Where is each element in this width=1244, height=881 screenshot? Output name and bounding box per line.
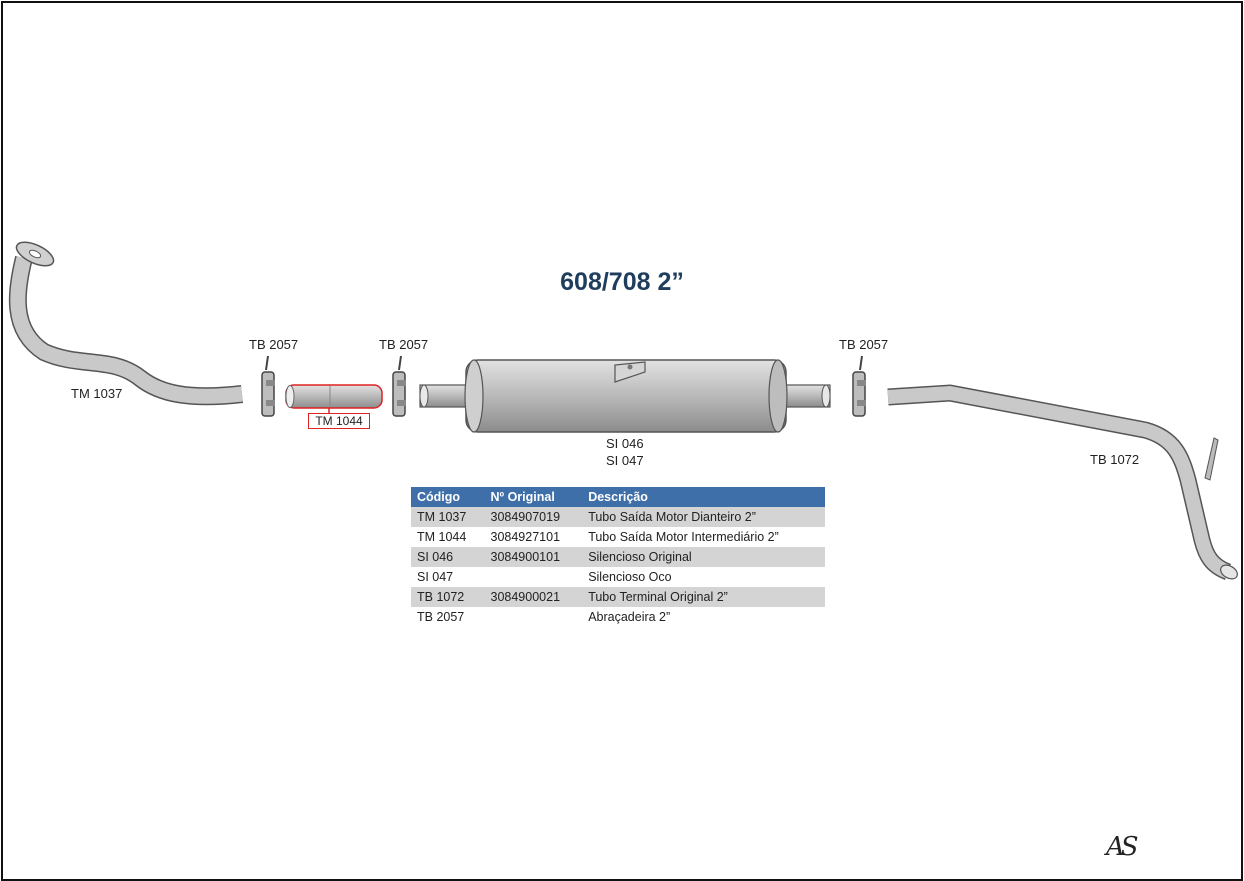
label-tb2057-2: TB 2057 (379, 337, 429, 352)
label-tb2057-3: TB 2057 (839, 337, 889, 352)
cell-descricao: Abraçadeira 2” (588, 610, 671, 624)
cell-descricao: Tubo Terminal Original 2” (582, 587, 825, 607)
cell-codigo: TM 1037 (411, 507, 485, 527)
cell-n-original (485, 607, 583, 627)
table-row: TM 1044 3084927101 Tubo Saída Motor Inte… (411, 527, 825, 547)
cell-codigo: SI 046 (411, 547, 485, 567)
cell-codigo: TM 1044 (417, 530, 467, 544)
table-row: TM 1037 3084907019 Tubo Saída Motor Dian… (411, 507, 825, 527)
label-tb2057-1: TB 2057 (249, 337, 299, 352)
col-n-original: Nº Original (484, 487, 583, 507)
muffler (419, 359, 831, 433)
cell-n-original: 3084900101 (484, 547, 583, 567)
tb1072-tail-pipe (887, 384, 1238, 580)
tb2057-clamp-1 (261, 355, 275, 417)
cell-descricao: Silencioso Original (582, 547, 825, 567)
cell-codigo: TB 1072 (411, 587, 485, 607)
label-tb1072: TB 1072 (1090, 452, 1140, 467)
cell-n-original (485, 567, 583, 587)
diagram-title: 608/708 2” (560, 268, 684, 296)
cell-codigo: TB 2057 (417, 610, 465, 624)
signature-mark: AS (1106, 832, 1139, 862)
cell-descricao: Silencioso Oco (588, 570, 672, 584)
cell-codigo: SI 047 (417, 570, 454, 584)
label-tm1044-highlight: TM 1044 (308, 413, 370, 429)
parts-table-header: Código Nº Original Descrição (411, 487, 825, 507)
tb2057-clamp-2 (392, 355, 406, 417)
table-row: TB 2057 Abraçadeira 2” (411, 607, 825, 627)
tm1044-intermediate-pipe (285, 384, 383, 413)
tb2057-clamp-3 (852, 355, 866, 417)
cell-n-original: 3084927101 (490, 530, 561, 544)
parts-table: Código Nº Original Descrição TM 1037 308… (411, 487, 825, 627)
table-row: TB 1072 3084900021 Tubo Terminal Origina… (411, 587, 825, 607)
col-descricao: Descrição (582, 487, 825, 507)
table-row: SI 047 Silencioso Oco (411, 567, 825, 587)
col-codigo: Código (411, 487, 485, 507)
cell-descricao: Tubo Saída Motor Intermediário 2” (588, 530, 779, 544)
cell-descricao: Tubo Saída Motor Dianteiro 2” (582, 507, 825, 527)
label-si047: SI 047 (606, 453, 644, 468)
label-tm1037: TM 1037 (71, 386, 123, 401)
tm1037-front-pipe (8, 241, 244, 406)
cell-n-original: 3084907019 (484, 507, 583, 527)
cell-n-original: 3084900021 (484, 587, 583, 607)
table-row: SI 046 3084900101 Silencioso Original (411, 547, 825, 567)
label-si046: SI 046 (606, 436, 644, 451)
